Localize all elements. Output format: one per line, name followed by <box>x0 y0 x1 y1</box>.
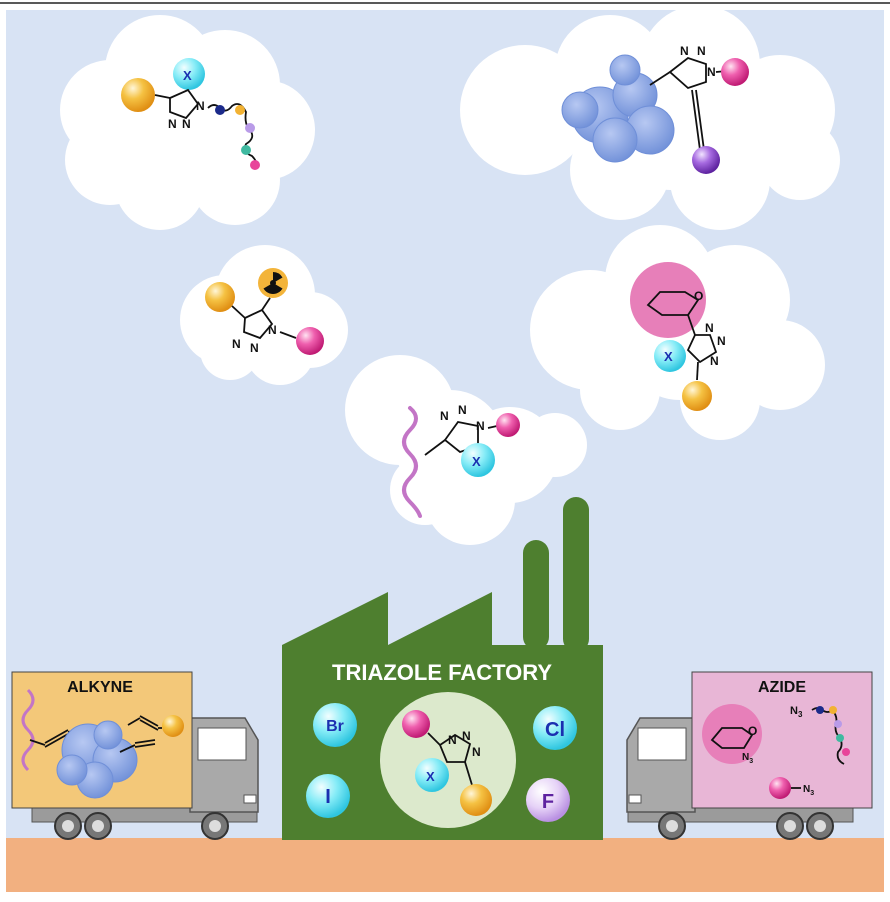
factory: TRIAZOLE FACTORY N N N X Br Cl I F <box>282 497 603 840</box>
svg-text:N: N <box>476 419 485 433</box>
halogen-i <box>306 774 350 818</box>
halogen-f <box>526 778 570 822</box>
svg-text:O: O <box>694 289 703 303</box>
molecule-cloud-5: N N N X <box>402 403 520 518</box>
svg-text:N3: N3 <box>790 705 803 719</box>
svg-text:X: X <box>472 454 481 469</box>
peptide-chain-icon <box>21 688 35 772</box>
svg-text:Br: Br <box>326 718 344 735</box>
svg-text:N3: N3 <box>742 752 753 765</box>
factory-title: TRIAZOLE FACTORY <box>332 660 552 685</box>
truck-azide: AZIDE O N3 N3 N3 <box>626 671 873 840</box>
svg-text:Cl: Cl <box>545 719 565 741</box>
chimney-right <box>563 497 589 652</box>
svg-text:X: X <box>426 769 435 784</box>
azide-label: AZIDE <box>758 679 806 696</box>
cyan-sphere <box>654 340 686 372</box>
wheels-right <box>658 812 834 840</box>
orange-sphere <box>162 715 184 737</box>
wheels-left <box>54 812 229 840</box>
sugar-ring-icon: O <box>646 289 703 316</box>
orange-sphere <box>460 784 492 816</box>
svg-text:N: N <box>472 745 481 759</box>
chimney-left <box>523 540 549 650</box>
svg-text:F: F <box>542 791 554 813</box>
svg-text:N: N <box>710 354 719 368</box>
truck-alkyne: ALKYNE <box>11 671 259 840</box>
pink-sphere <box>721 58 749 86</box>
cyan-sphere <box>461 443 495 477</box>
svg-text:N: N <box>680 44 689 58</box>
svg-text:N3: N3 <box>803 784 814 797</box>
cyan-sphere <box>415 758 449 792</box>
svg-text:I: I <box>325 786 331 808</box>
sugar-disc <box>702 704 762 764</box>
svg-text:N: N <box>182 117 191 131</box>
svg-text:X: X <box>183 68 192 83</box>
svg-text:X: X <box>664 349 673 364</box>
svg-text:N: N <box>717 334 726 348</box>
svg-text:N: N <box>462 729 471 743</box>
pink-sphere <box>402 710 430 738</box>
molecule-cloud-4: O N N N X <box>630 262 726 411</box>
cyan-sphere <box>173 58 205 90</box>
pink-sphere <box>296 327 324 355</box>
svg-text:N: N <box>440 409 449 423</box>
svg-text:N: N <box>707 65 716 79</box>
molecule-cloud-2: N N N <box>561 44 749 174</box>
halogen-br <box>313 703 357 747</box>
svg-text:N: N <box>196 99 205 113</box>
ground <box>6 838 884 892</box>
orange-sphere <box>205 282 235 312</box>
sugar-disc <box>630 262 706 338</box>
peptide-chain-icon <box>402 406 422 518</box>
protein-icon <box>561 54 675 163</box>
svg-text:N: N <box>232 337 241 351</box>
purple-sphere <box>692 146 720 174</box>
radiation-icon <box>258 268 288 298</box>
svg-text:N: N <box>697 44 706 58</box>
svg-text:N: N <box>705 321 714 335</box>
svg-text:N: N <box>168 117 177 131</box>
svg-text:N: N <box>250 341 259 355</box>
orange-sphere <box>682 381 712 411</box>
halogen-cl <box>533 706 577 750</box>
alkyne-label: ALKYNE <box>67 679 133 696</box>
molecule-cloud-1: X N N N <box>121 58 260 170</box>
svg-text:N: N <box>268 323 277 337</box>
reaction-vessel <box>380 692 516 828</box>
svg-text:N: N <box>448 733 457 747</box>
molecule-cloud-3: N N N <box>205 268 324 355</box>
orange-sphere <box>121 78 155 112</box>
sugar-ring-icon: O <box>710 724 757 749</box>
pink-sphere <box>769 777 791 799</box>
svg-text:O: O <box>748 724 757 738</box>
pink-sphere <box>496 413 520 437</box>
svg-text:N: N <box>458 403 467 417</box>
